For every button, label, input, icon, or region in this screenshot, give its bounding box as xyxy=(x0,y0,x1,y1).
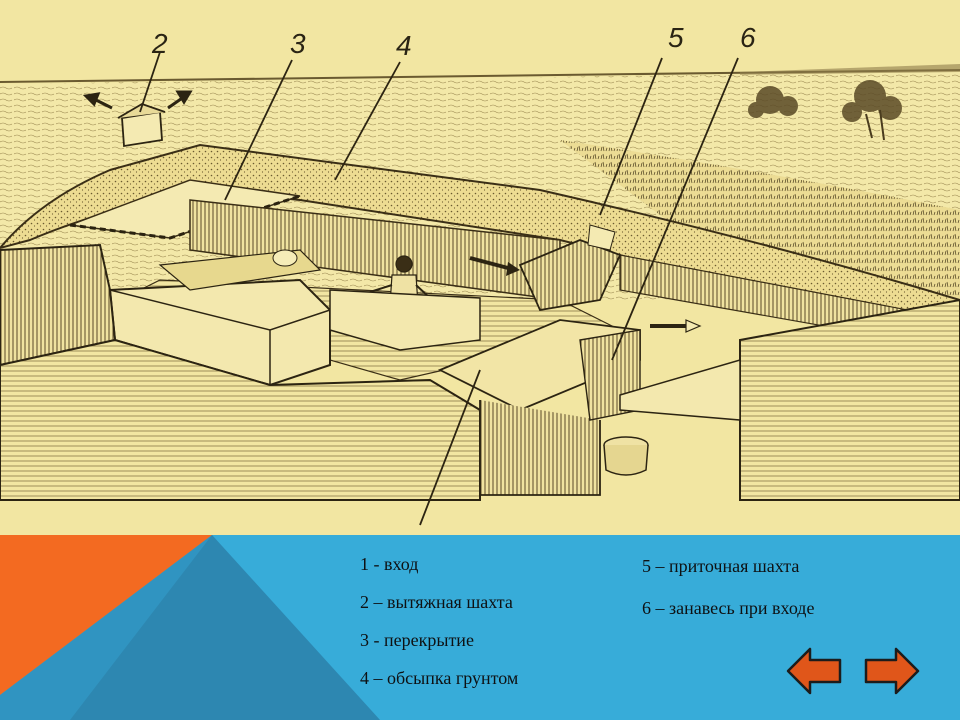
shelter-illustration: 2 3 4 5 6 xyxy=(0,22,960,526)
diagram-label-6: 6 xyxy=(740,22,756,53)
legend-item-1: 1 - вход xyxy=(360,554,419,574)
legend-item-6: 6 – занавесь при входе xyxy=(642,598,815,618)
next-button[interactable] xyxy=(864,646,920,696)
arrow-right-icon xyxy=(864,647,920,695)
diagram-label-2: 2 xyxy=(151,28,168,59)
footer-decoration xyxy=(0,535,960,720)
legend-item-2: 2 – вытяжная шахта xyxy=(360,592,513,612)
legend-item-5: 5 – приточная шахта xyxy=(642,556,800,576)
diagram-label-5: 5 xyxy=(668,22,684,53)
diagram-label-3: 3 xyxy=(290,28,306,59)
legend-item-3: 3 - перекрытие xyxy=(360,630,474,650)
arrow-left-icon xyxy=(786,647,842,695)
legend-item-4: 4 – обсыпка грунтом xyxy=(360,668,519,688)
shelter-drawing: 2 3 4 5 6 xyxy=(0,22,960,526)
diagram-label-4: 4 xyxy=(396,30,412,61)
footer-panel xyxy=(0,535,960,720)
prev-button[interactable] xyxy=(786,646,842,696)
